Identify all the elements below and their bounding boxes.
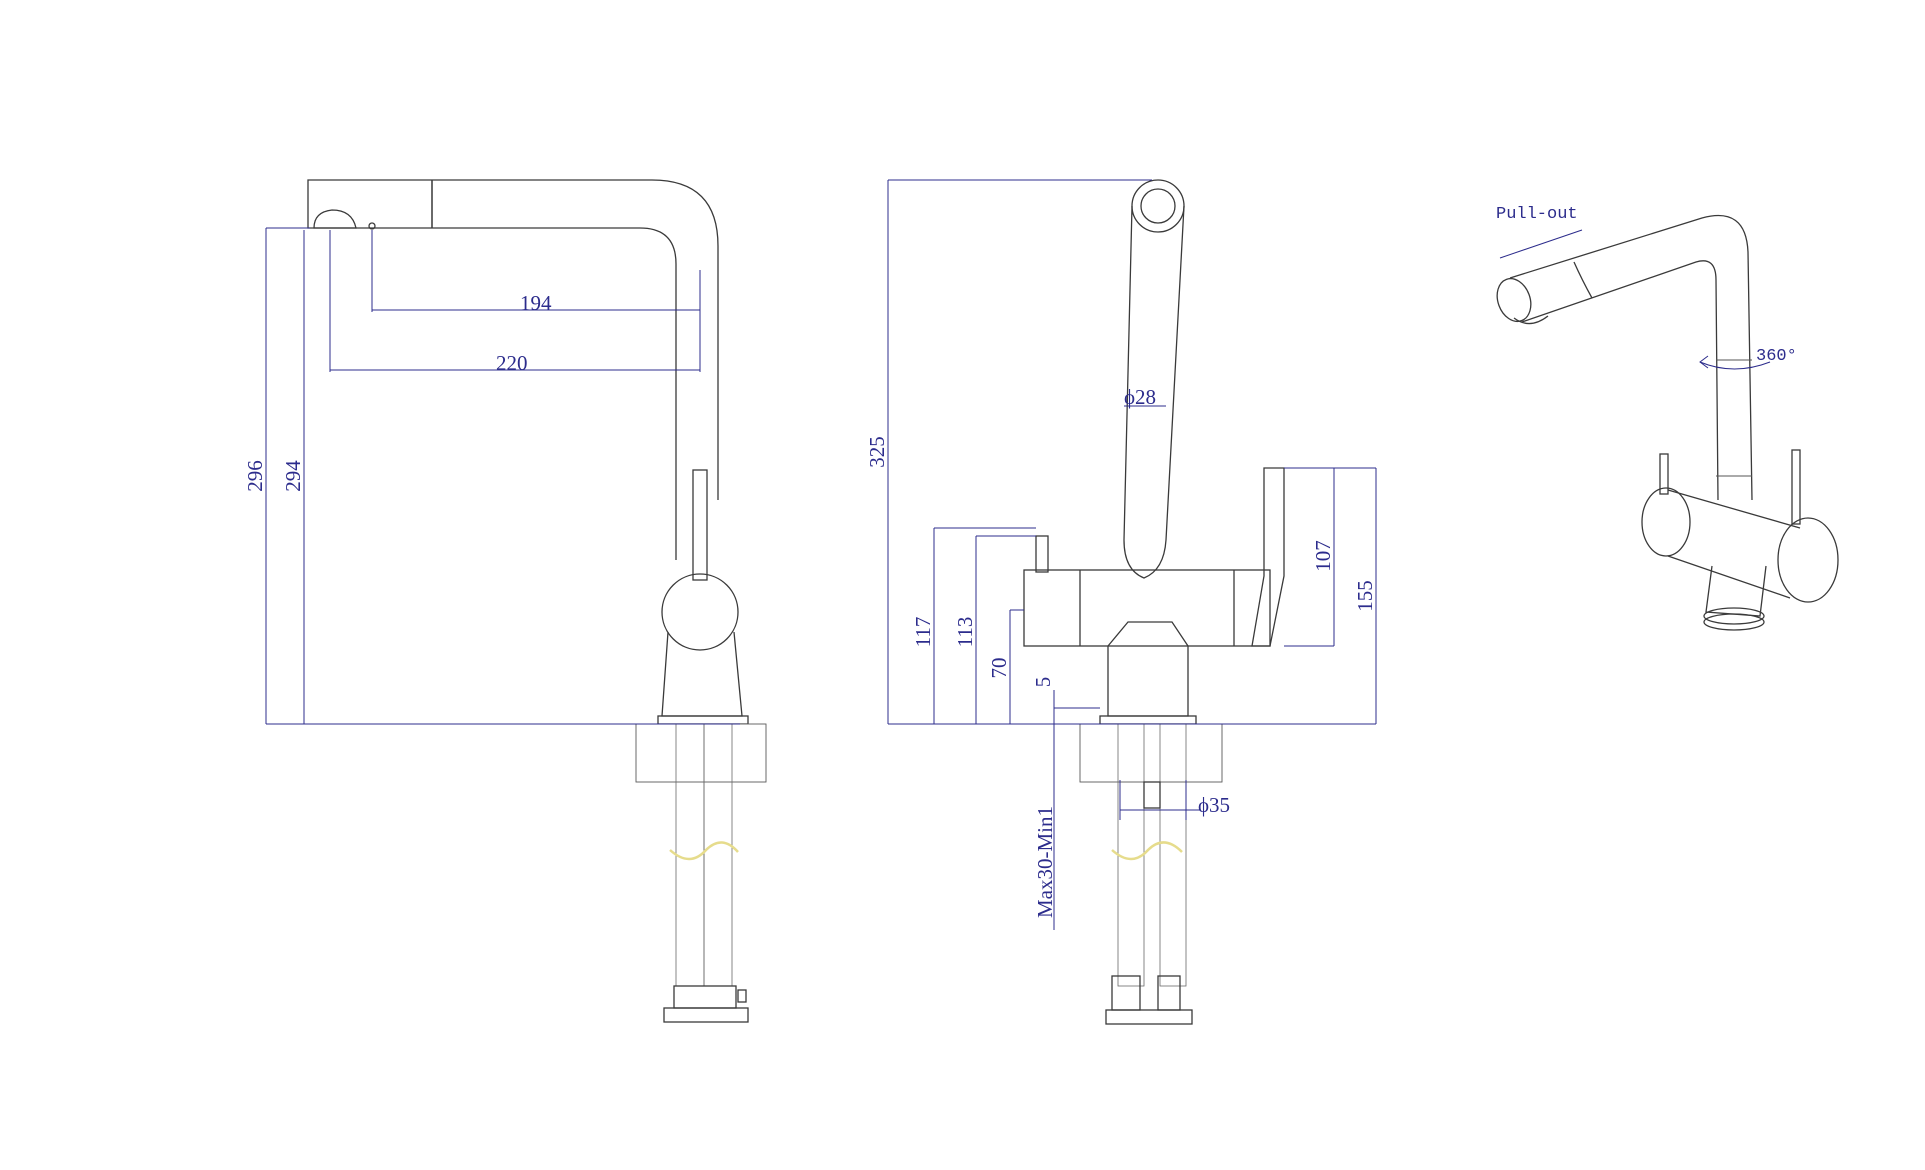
dim-phi28: ϕ28	[1124, 385, 1156, 409]
iso-body	[1667, 489, 1801, 599]
iso-left-lever	[1659, 453, 1669, 495]
side-view: 194 220 296 294	[243, 179, 767, 1023]
iso-spout-head	[1496, 277, 1532, 323]
front-countertop	[1079, 723, 1223, 783]
dim-294: 294	[281, 460, 305, 492]
side-fitting	[673, 985, 737, 1009]
front-right-lever	[1251, 467, 1285, 647]
front-spout-tube	[1123, 205, 1185, 541]
front-view: 325 ϕ28 117 113 70 5 107 155 ϕ35 Max30-M…	[865, 179, 1377, 1025]
dim-155: 155	[1353, 580, 1377, 612]
front-fitting-right	[1157, 975, 1181, 1011]
dim-194: 194	[520, 291, 552, 315]
pull-out-label: Pull-out	[1496, 205, 1578, 224]
dim-117: 117	[911, 617, 935, 648]
dim-107: 107	[1311, 540, 1335, 572]
iso-view: Pull-out 360°	[1496, 205, 1839, 631]
front-spout-head	[1131, 179, 1185, 233]
dim-220: 220	[496, 351, 528, 375]
iso-right-handle	[1777, 517, 1839, 603]
rotation-label: 360°	[1756, 347, 1797, 366]
dim-5: 5	[1031, 677, 1055, 688]
side-body	[661, 573, 739, 651]
dim-113: 113	[953, 617, 977, 648]
front-left-lever	[1035, 535, 1049, 573]
dim-70: 70	[987, 658, 1011, 679]
iso-spout	[1509, 214, 1753, 501]
dim-countertop-thickness: Max30-Min1	[1033, 806, 1057, 918]
side-lever	[692, 469, 708, 581]
dim-296: 296	[243, 460, 267, 492]
side-countertop	[635, 723, 767, 783]
dim-phi35: ϕ35	[1198, 793, 1230, 817]
front-body	[1023, 569, 1271, 647]
dim-325: 325	[865, 436, 889, 468]
side-aerator	[313, 209, 357, 229]
front-fitting-left	[1111, 975, 1141, 1011]
